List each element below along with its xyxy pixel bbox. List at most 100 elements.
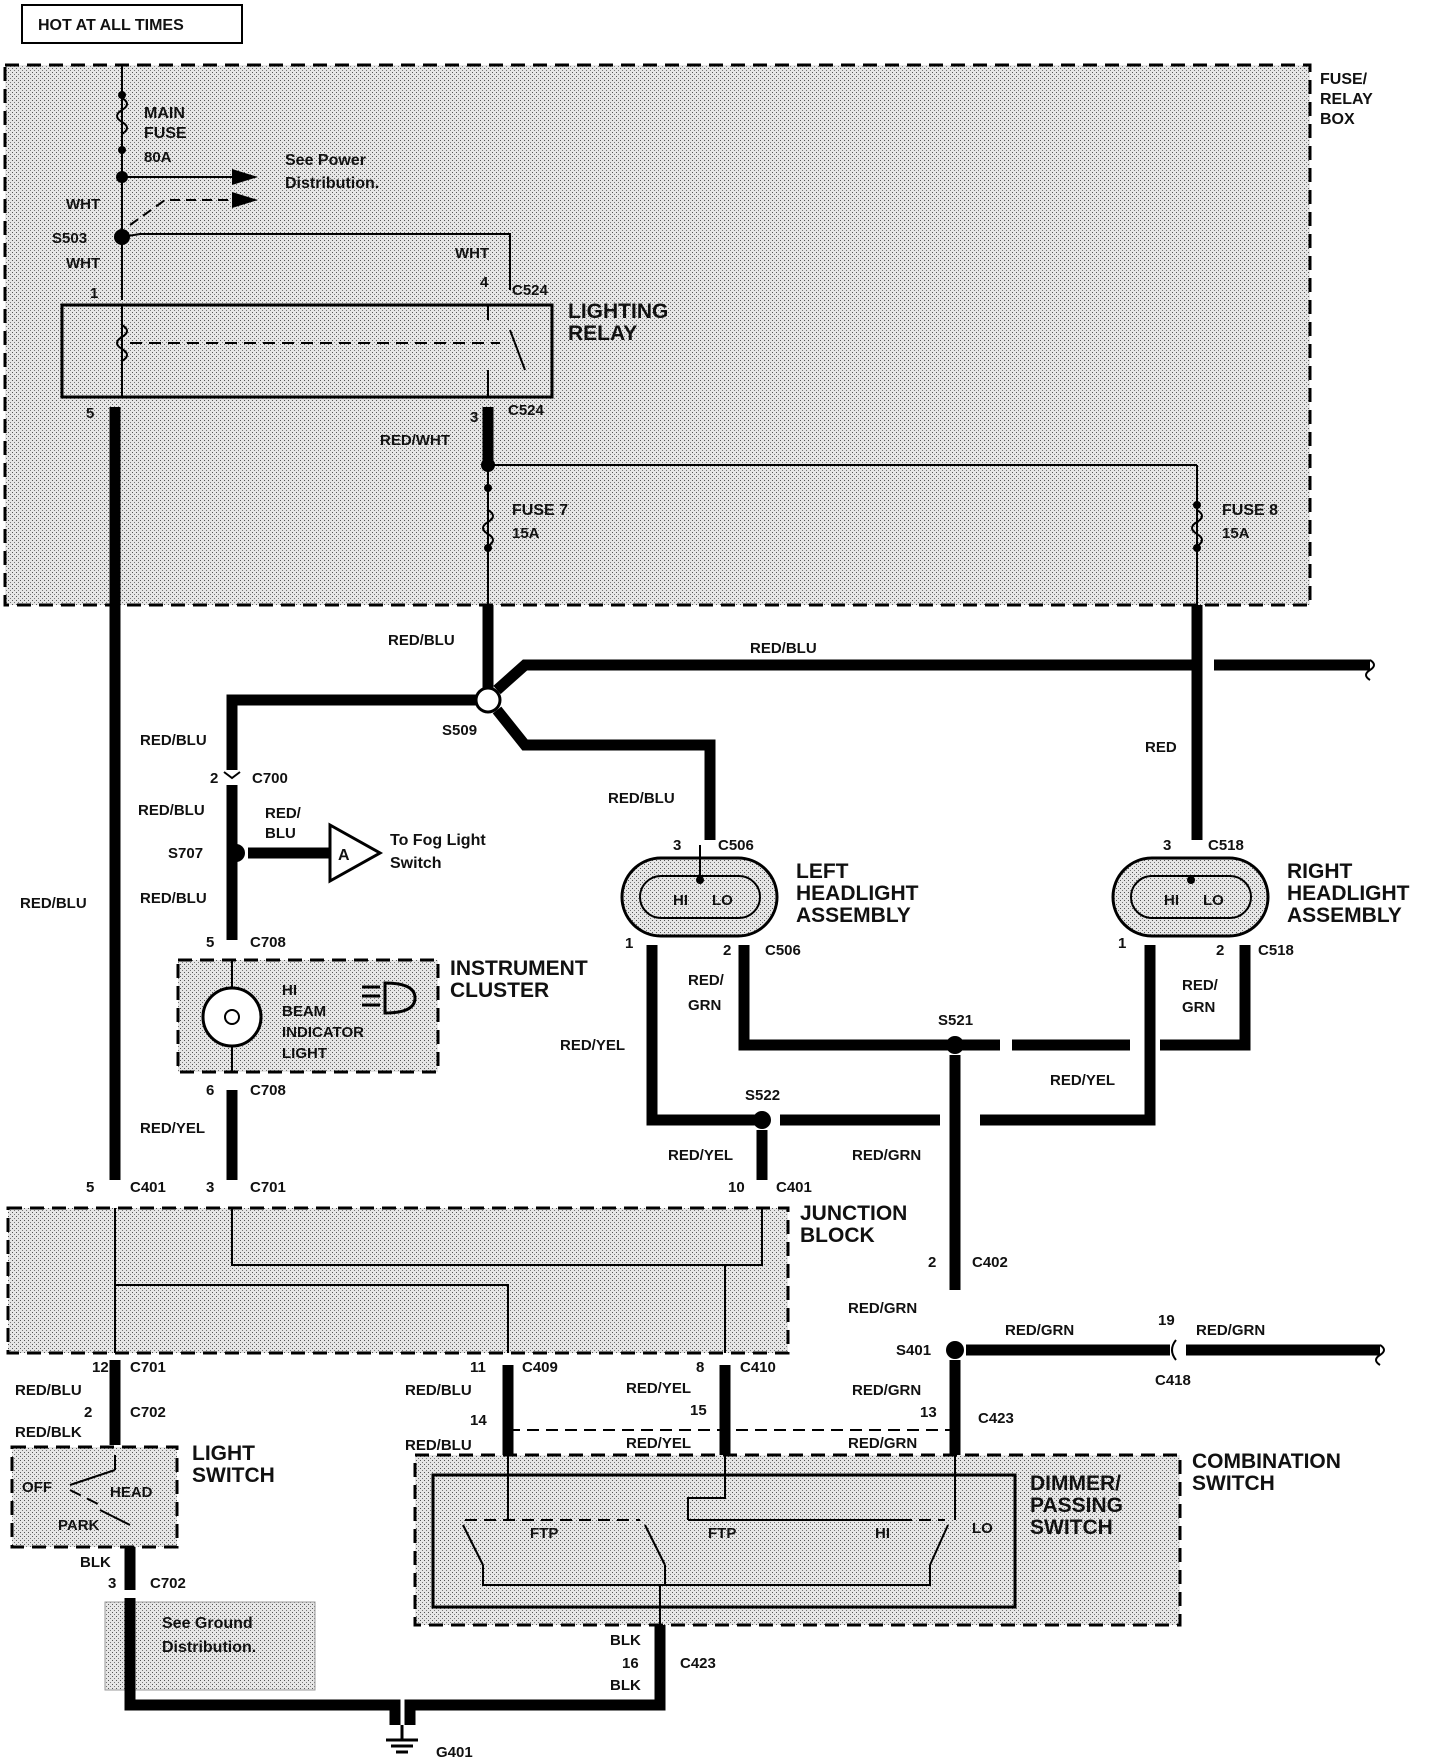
pin-2-c702: 2 xyxy=(84,1404,92,1421)
relay-pin-1: 1 xyxy=(90,285,98,302)
left-headlight-title-2: HEADLIGHT xyxy=(796,882,919,905)
c401-right-label: C401 xyxy=(776,1179,812,1196)
wht-label-1: WHT xyxy=(66,196,100,213)
fuse-relay-box-title-1: FUSE/ xyxy=(1320,71,1368,88)
pin-8-c410: 8 xyxy=(696,1359,704,1376)
wht-label-2: WHT xyxy=(66,255,100,272)
pin-2-c518: 2 xyxy=(1216,942,1224,959)
red-grn-right-2: GRN xyxy=(1182,999,1215,1016)
pin-1-c506: 1 xyxy=(625,935,633,952)
pin-16-c423: 16 xyxy=(622,1655,639,1672)
main-fuse-symbol xyxy=(116,97,128,135)
fuse-7-rating: 15A xyxy=(512,525,540,542)
c708-top-label: C708 xyxy=(250,934,286,951)
pin-3-c518: 3 xyxy=(1163,837,1171,854)
pin-2-c506: 2 xyxy=(723,942,731,959)
splice-s503-label: S503 xyxy=(52,230,87,247)
light-switch-off: OFF xyxy=(22,1479,52,1496)
splice-s509-label: S509 xyxy=(442,722,477,739)
splice-s521 xyxy=(946,1036,964,1054)
fog-marker-letter: A xyxy=(338,847,350,864)
c506-top-label: C506 xyxy=(718,837,754,854)
instrument-cluster-title-2: CLUSTER xyxy=(450,979,549,1002)
red-grn-c423-bottom: RED/GRN xyxy=(848,1435,917,1452)
fuse-7-symbol xyxy=(482,509,494,547)
red-to-right-headlight: RED xyxy=(1145,739,1177,756)
red-yel-left-headlight: RED/YEL xyxy=(560,1037,625,1054)
light-switch-title-1: LIGHT xyxy=(192,1442,255,1465)
lighting-relay-label-1: LIGHTING xyxy=(568,300,668,323)
red-grn-right-1: RED/ xyxy=(1182,977,1219,994)
red-grn-to-c418: RED/GRN xyxy=(1005,1322,1074,1339)
blk-combo-2: BLK xyxy=(610,1677,641,1694)
fog-wire-red: RED/ xyxy=(265,805,302,822)
dimmer-title-2: PASSING xyxy=(1030,1494,1123,1517)
c423-top-label: C423 xyxy=(978,1410,1014,1427)
red-yel-cluster: RED/YEL xyxy=(140,1120,205,1137)
c410-label: C410 xyxy=(740,1359,776,1376)
indicator-text-1: HI xyxy=(282,982,297,999)
relay-pin-4: 4 xyxy=(480,274,489,291)
pin-3-c506: 3 xyxy=(673,837,681,854)
pin-13-c423: 13 xyxy=(920,1404,937,1421)
left-hi-label: HI xyxy=(673,892,688,909)
c409-label: C409 xyxy=(522,1359,558,1376)
red-yel-s522: RED/YEL xyxy=(668,1147,733,1164)
right-hi-label: HI xyxy=(1164,892,1179,909)
fuse-8-label: FUSE 8 xyxy=(1222,502,1278,519)
see-ground-line-1: See Ground xyxy=(162,1615,253,1632)
red-blu-to-left-headlight: RED/BLU xyxy=(608,790,675,807)
right-headlight-title-3: ASSEMBLY xyxy=(1287,904,1402,927)
blk-combo-1: BLK xyxy=(610,1632,641,1649)
c401-left-label: C401 xyxy=(130,1179,166,1196)
c701-top-label: C701 xyxy=(250,1179,286,1196)
pin-6-c708: 6 xyxy=(206,1082,214,1099)
pin-12-c701: 12 xyxy=(92,1359,109,1376)
c524-top: C524 xyxy=(512,282,549,299)
splice-s522 xyxy=(753,1111,771,1129)
c518-top-label: C518 xyxy=(1208,837,1244,854)
ftp-label-2: FTP xyxy=(708,1525,736,1542)
see-ground-distribution xyxy=(104,1601,316,1691)
ftp-label-1: FTP xyxy=(530,1525,558,1542)
wht-label-3: WHT xyxy=(455,245,489,262)
light-switch-park: PARK xyxy=(58,1517,100,1534)
splice-s521-label: S521 xyxy=(938,1012,973,1029)
red-grn-s521: RED/GRN xyxy=(852,1147,921,1164)
junction-block xyxy=(6,1206,790,1355)
pin-10-c401: 10 xyxy=(728,1179,745,1196)
fuse-relay-box xyxy=(3,63,1312,607)
svg-text:HOT AT ALL TIMES: HOT AT ALL TIMES xyxy=(38,17,184,34)
fog-light-text-1: To Fog Light xyxy=(390,832,486,849)
red-blu-left-3: RED/BLU xyxy=(140,890,207,907)
c701-bottom-label: C701 xyxy=(130,1359,166,1376)
red-grn-c423: RED/GRN xyxy=(852,1382,921,1399)
fog-light-connector-a xyxy=(328,822,384,884)
left-headlight-title-3: ASSEMBLY xyxy=(796,904,911,927)
indicator-text-4: LIGHT xyxy=(282,1045,327,1062)
blk-light-switch: BLK xyxy=(80,1554,111,1571)
c418-label: C418 xyxy=(1155,1372,1191,1389)
combination-switch-title-1: COMBINATION xyxy=(1192,1450,1341,1473)
junction-block-title-1: JUNCTION xyxy=(800,1202,907,1225)
red-blu-left-2: RED/BLU xyxy=(138,802,205,819)
light-switch-title-2: SWITCH xyxy=(192,1464,275,1487)
hi-beam-icon xyxy=(362,981,417,1015)
instrument-cluster-title-1: INSTRUMENT xyxy=(450,957,588,980)
red-grn-left-1: RED/ xyxy=(688,972,725,989)
pin-11-c409: 11 xyxy=(470,1359,486,1376)
c708-bottom-label: C708 xyxy=(250,1082,286,1099)
left-headlight-title-1: LEFT xyxy=(796,860,849,883)
red-yel-right-headlight: RED/YEL xyxy=(1050,1072,1115,1089)
red-yel-c410: RED/YEL xyxy=(626,1380,691,1397)
relay-pin-5: 5 xyxy=(86,405,94,422)
pin-1-c518: 1 xyxy=(1118,935,1126,952)
see-power-line-2: Distribution. xyxy=(285,175,379,192)
hi-label-combo: HI xyxy=(875,1525,890,1542)
red-blu-c409: RED/BLU xyxy=(405,1382,472,1399)
junction-block-title-2: BLOCK xyxy=(800,1224,875,1247)
dimmer-title-1: DIMMER/ xyxy=(1030,1472,1121,1495)
splice-s401-label: S401 xyxy=(896,1342,931,1359)
see-ground-line-2: Distribution. xyxy=(162,1639,256,1656)
